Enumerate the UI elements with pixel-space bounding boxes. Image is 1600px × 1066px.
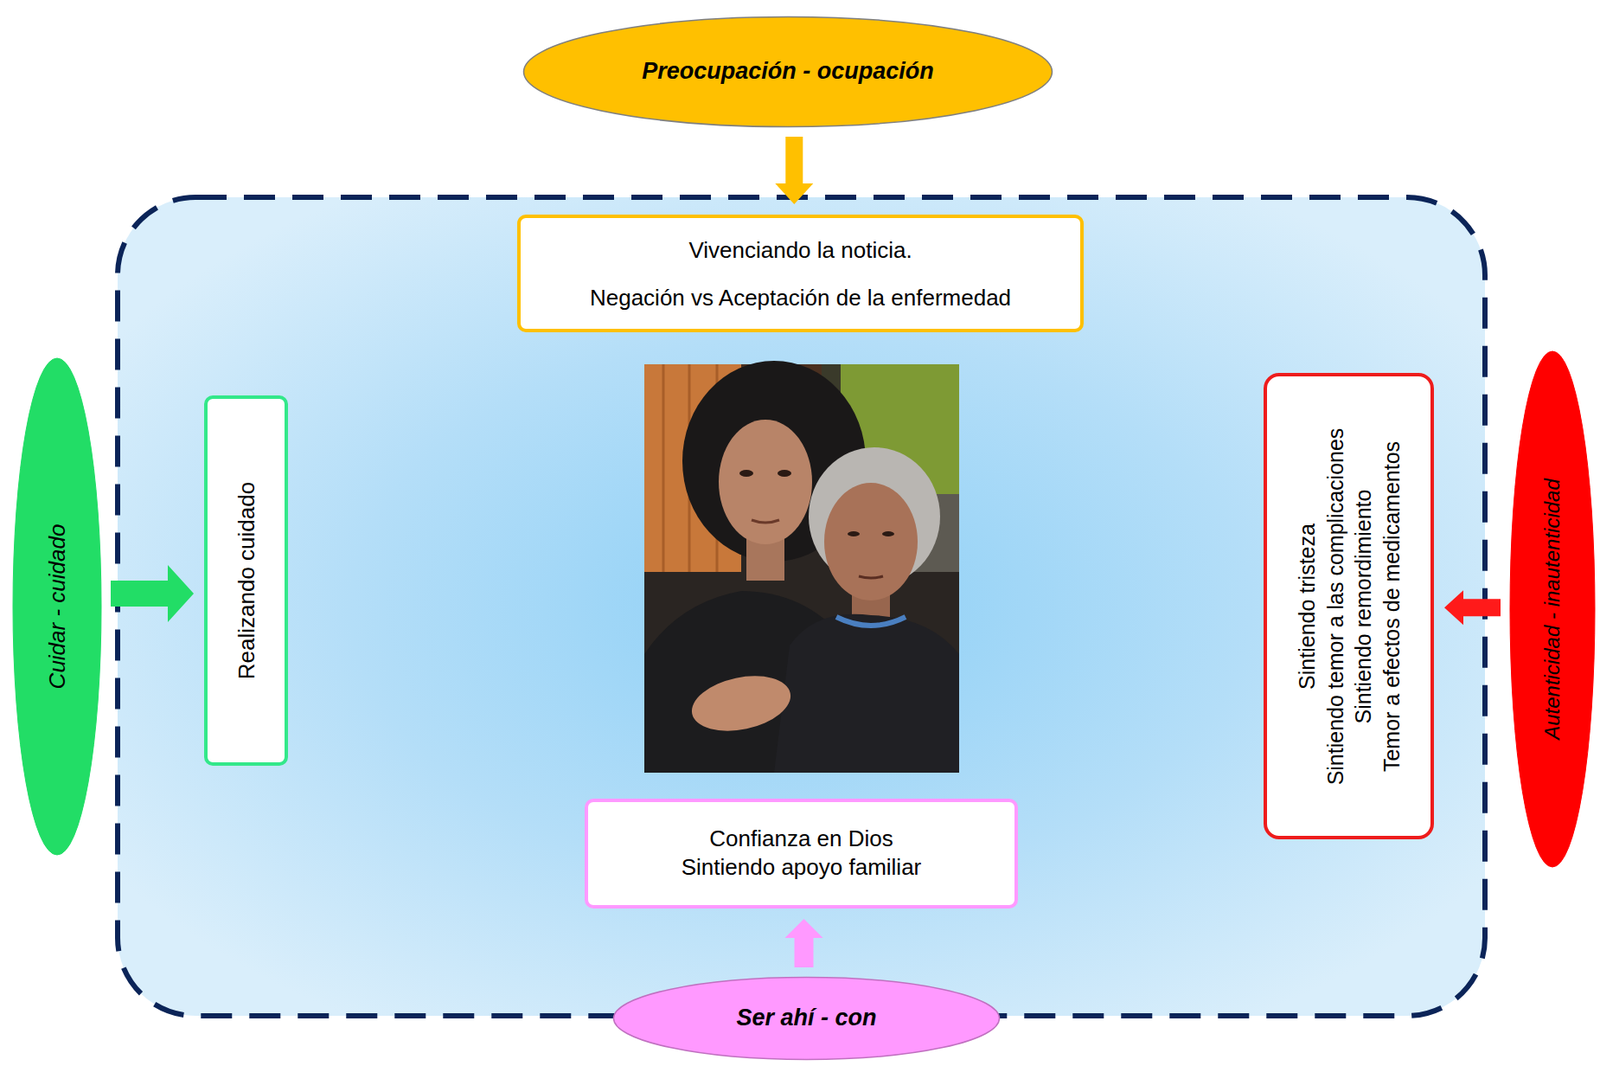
eye <box>882 531 895 537</box>
concept-ellipse: Autenticidad - inautenticidad <box>1509 350 1596 868</box>
node-text: Realizando cuidado <box>231 481 261 679</box>
eye <box>777 469 792 477</box>
text-group: Ser ahí - con <box>736 1003 877 1033</box>
node-text: Confianza en Dios <box>709 824 893 854</box>
node-text: Sintiendo tristeza <box>1292 523 1322 690</box>
clothing <box>774 614 960 773</box>
node-text: Ser ahí - con <box>736 1003 877 1033</box>
ellipse-shape <box>12 358 102 855</box>
eye <box>847 531 860 537</box>
photo <box>644 360 960 773</box>
text-group: Confianza en DiosSintiendo apoyo familia… <box>681 824 922 884</box>
text-group: Sintiendo tristezaSintiendo temor a las … <box>1292 427 1406 785</box>
node-text: Sintiendo temor a las complicaciones <box>1320 427 1350 785</box>
eye <box>739 469 754 477</box>
ellipse-shape <box>614 977 1000 1060</box>
ellipse-shape <box>524 17 1053 128</box>
mouth <box>751 519 780 523</box>
text-group: Cuidar - cuidado <box>43 524 72 690</box>
mouth <box>858 576 884 578</box>
collar <box>836 616 906 626</box>
node-text: Sintiendo apoyo familiar <box>681 853 922 884</box>
theme-box: Sintiendo tristezaSintiendo temor a las … <box>1263 372 1434 839</box>
concept-ellipse: Preocupación - ocupación <box>522 15 1054 128</box>
node-text: Autenticidad - inautenticidad <box>1539 478 1566 740</box>
text-group: Preocupación - ocupación <box>641 57 935 87</box>
text-group: Realizando cuidado <box>231 481 261 679</box>
node-text: Preocupación - ocupación <box>641 57 935 87</box>
concept-ellipse: Ser ahí - con <box>612 975 1001 1061</box>
theme-box: Realizando cuidado <box>204 395 288 766</box>
dashed-region <box>117 197 1485 1016</box>
theme-box: Vivenciando la noticia. Negación vs Acept… <box>517 214 1084 333</box>
block-arrow <box>785 918 824 967</box>
hand <box>686 667 796 740</box>
text-group: Autenticidad - inautenticidad <box>1539 478 1566 740</box>
theme-box: Confianza en DiosSintiendo apoyo familia… <box>584 798 1018 909</box>
node-text: Temor a efectos de medicamentos <box>1376 440 1406 771</box>
node-text: Vivenciando la noticia. <box>688 236 912 265</box>
text-group: Vivenciando la noticia. Negación vs Acept… <box>589 236 1012 312</box>
face <box>718 419 813 544</box>
node-text: Cuidar - cuidado <box>43 524 72 690</box>
ellipse-shape <box>1510 351 1595 867</box>
block-arrow <box>1444 589 1501 625</box>
concept-ellipse: Cuidar - cuidado <box>12 357 103 856</box>
node-text: Sintiendo remordimiento <box>1349 488 1378 724</box>
node-text: Negación vs Aceptación de la enfermedad <box>589 282 1012 312</box>
wood-grain <box>662 364 666 572</box>
block-arrow <box>110 564 194 622</box>
block-arrow <box>774 136 813 205</box>
face <box>824 482 918 601</box>
